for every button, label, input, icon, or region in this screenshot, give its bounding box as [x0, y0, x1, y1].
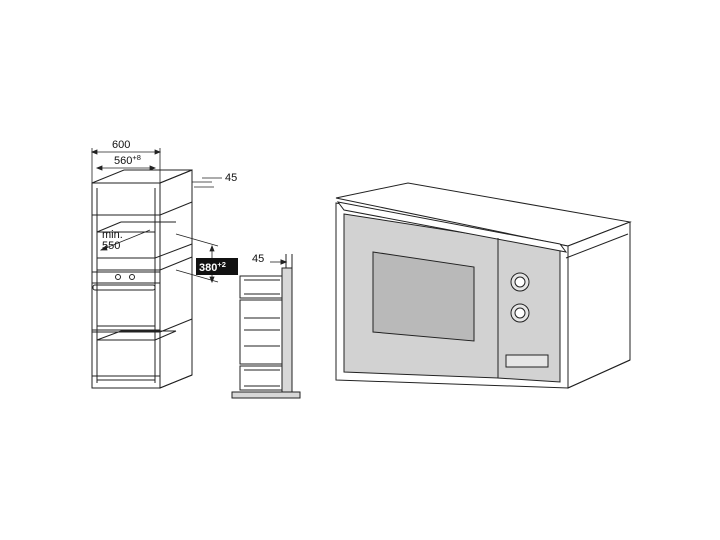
min-label: min. — [102, 229, 123, 241]
niche-width-label: 560+8 — [114, 153, 141, 167]
cabinet-width-label: 600 — [112, 139, 130, 151]
side-section — [231, 254, 301, 399]
niche-height-label: 380 — [199, 262, 217, 274]
microwave — [335, 182, 632, 389]
min-depth-label: 550 — [102, 240, 120, 252]
niche-height-badge: 380+2 — [196, 258, 238, 275]
side-gap-label: 45 — [252, 253, 264, 265]
tall-cabinet — [91, 169, 193, 389]
svg-text:380+2: 380+2 — [199, 260, 226, 274]
niche-height-tolerance: +2 — [217, 260, 226, 269]
top-gap-label: 45 — [225, 172, 237, 184]
